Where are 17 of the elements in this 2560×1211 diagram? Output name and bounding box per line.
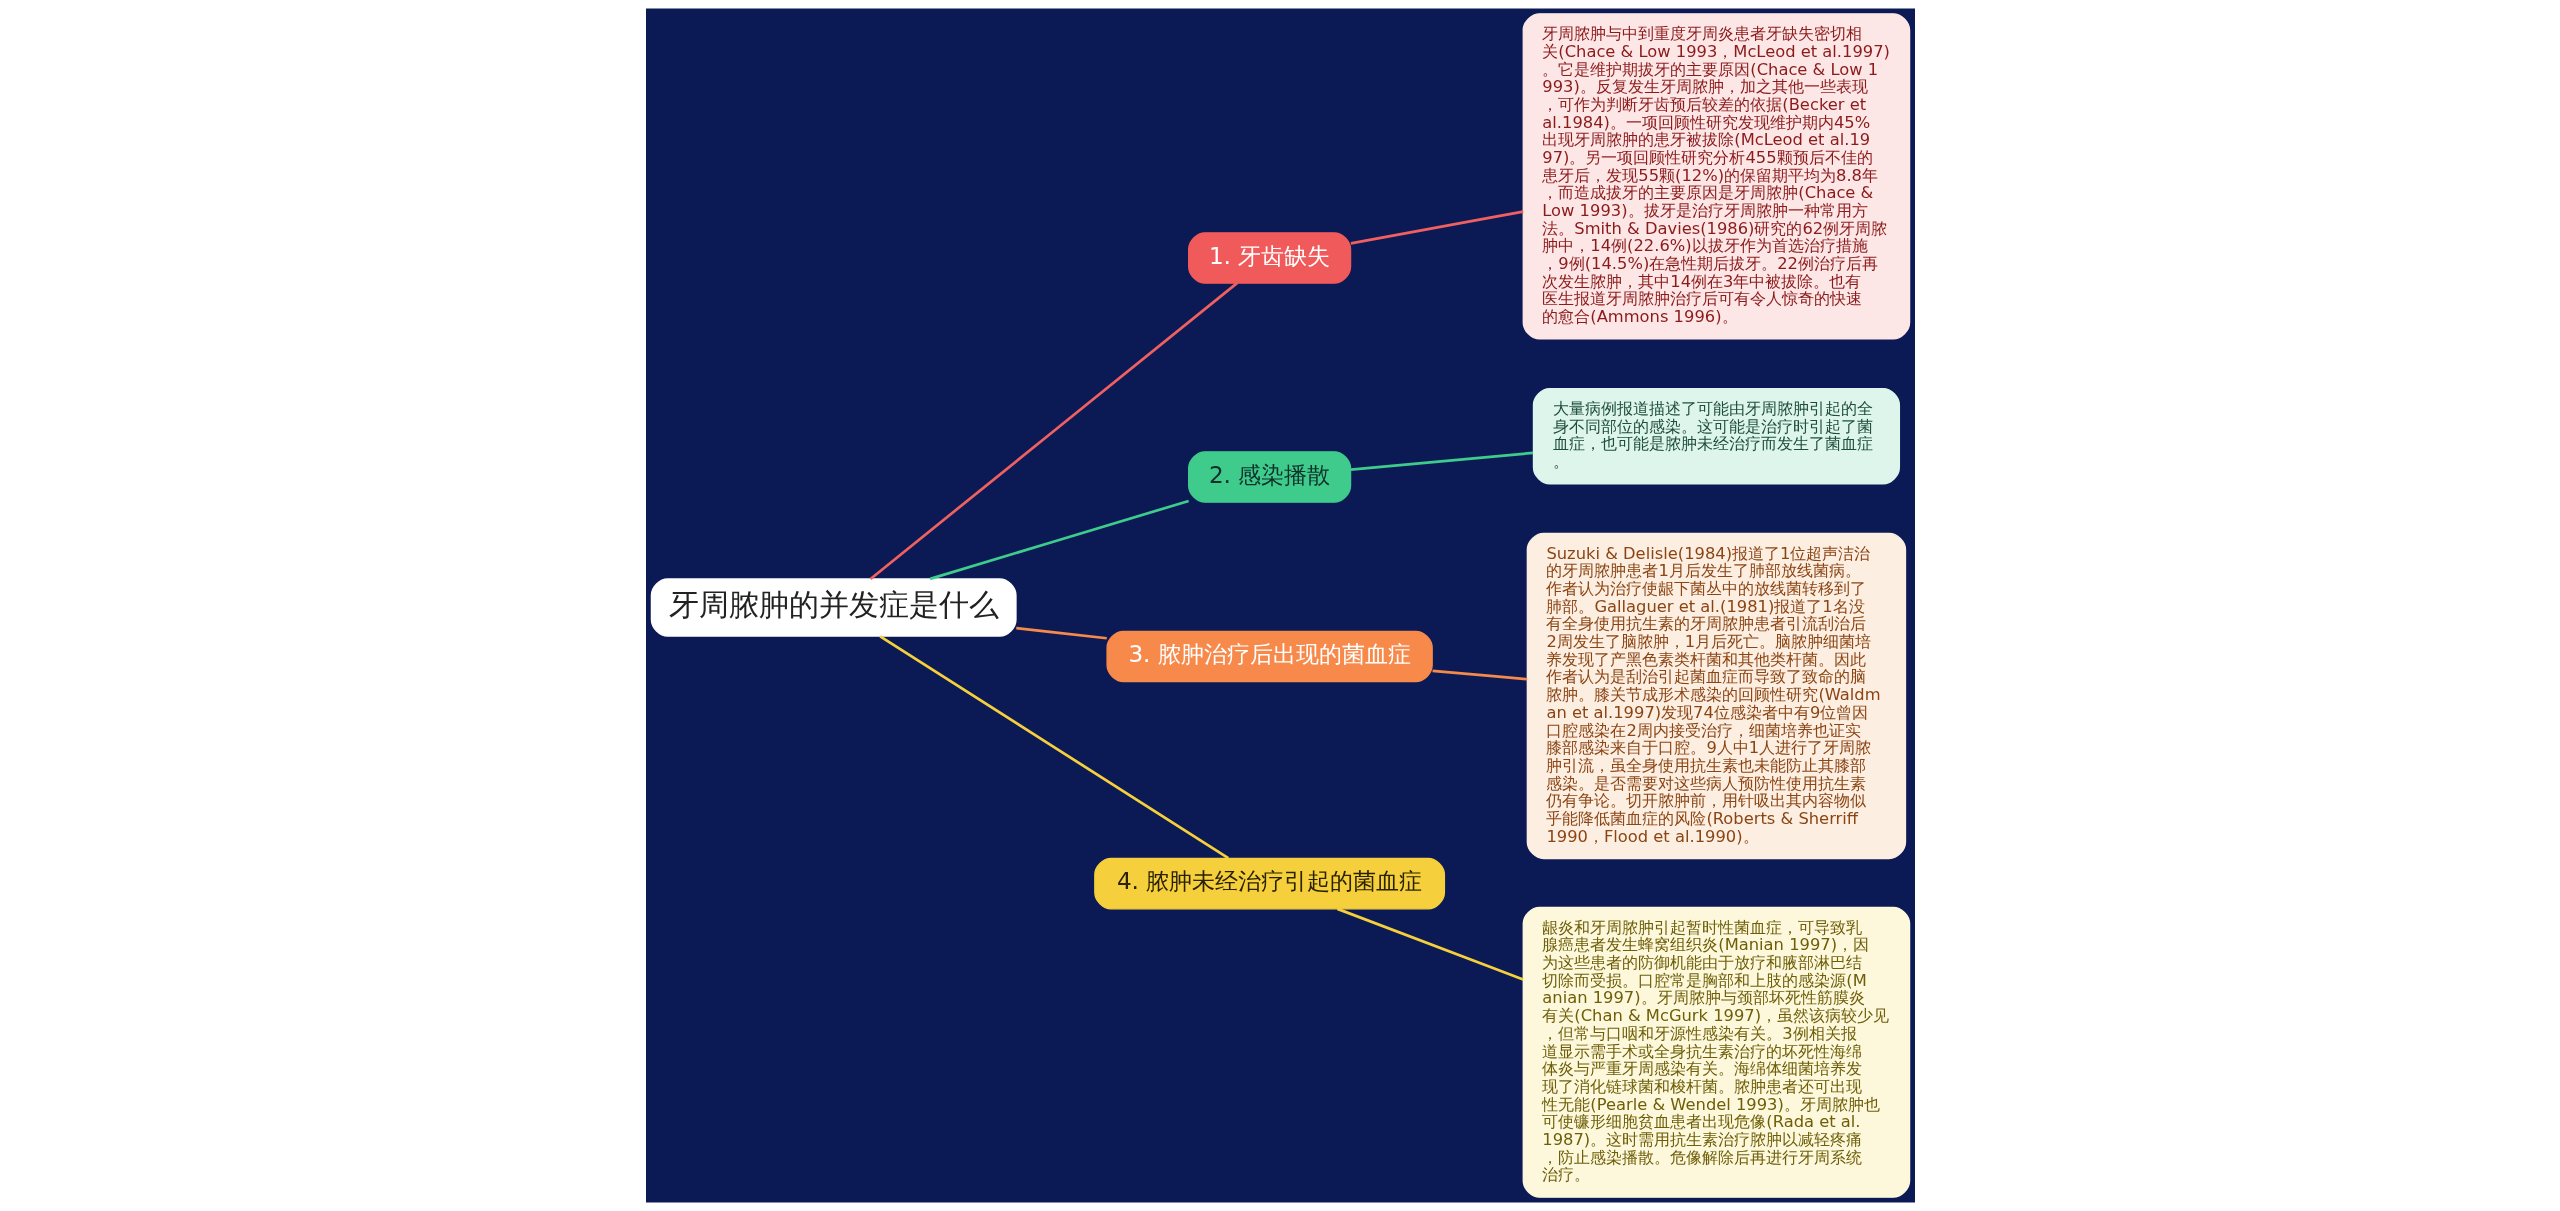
connector xyxy=(929,499,1189,581)
node-box: 大量病例报道描述了可能由牙周脓肿引起的全身不同部位的感染。这可能是治疗时引起了菌血症，也可能是脓肿未经治疗而发生了菌血症。 xyxy=(1532,387,1900,485)
node-box: 牙周脓肿的并发症是什么 xyxy=(650,578,1017,637)
node-box: Suzuki & Delisle(1984)报道了1位超声洁治的牙周脓肿患者1月后发生了肺部放线菌病。作者认为治疗使龈下菌丛中的放线菌转移到了肺部。Gallaguer et al.(1981)报道了1名没有全身使用抗生素的牙周脓肿患者引流刮治后2周发生了脑脓肿，1月后死亡。脑脓肿细菌培养发现了产黑色素类杆菌和其他类杆菌。因此作者认为是刮治引起菌血症而导致了致命的脑脓肿。膝关节成形术感染的回顾性研究(Waldman et al.1997)发现74位感染者中有9位曾因口腔感染在2周内接受治疗，细菌培养也证实膝部感染来自于口腔。9人中1人进行了牙周脓肿引流，虽全身使用抗生素也未能防止其膝部感染。是否需要对这些病人预防性使用抗生素仍有争论。切开脓肿前，用针吸出其内容物似乎能降低菌血症的风险(Roberts & Sherriff 1990，Flood et al.1990)。 xyxy=(1526,532,1906,860)
connector xyxy=(1431,669,1527,681)
connector xyxy=(1336,907,1524,981)
node-box: 牙周脓肿与中到重度牙周炎患者牙缺失密切相关(Chace & Low 1993，McLeod et al.1997)。它是维护期拔牙的主要原因(Chace & Low 1993)。反复发生牙周脓肿，加之其他一些表现，可作为判断牙齿预后较差的依据(Becker et al.1984)。一项回顾性研究发现维护期内45%出现牙周脓肿的患牙被拔除(McLeod et al.1997)。另一项回顾性研究分析455颗预后不佳的患牙后，发现55颗(12%)的保留期平均为8.8年，而造成拔牙的主要原因是牙周脓肿(Chace & Low 1993)。拔牙是治疗牙周脓肿一种常用方法。Smith & Davies(1986)研究的62例牙周脓肿中，14例(22.6%)以拔牙作为首选治疗措施，9例(14.5%)在急性期后拔牙。22例治疗后再次发生脓肿，其中14例在3年中被拔除。也有医生报道牙周脓肿治疗后可有令人惊奇的快速的愈合(Ammons 1996)。 xyxy=(1522,13,1910,340)
connector xyxy=(1350,210,1523,245)
node-box: 2. 感染播散 xyxy=(1187,451,1351,503)
node-box: 1. 牙齿缺失 xyxy=(1187,232,1351,284)
connector xyxy=(1350,451,1533,471)
connector xyxy=(869,282,1238,580)
node-box: 4. 脓肿未经治疗引起的菌血症 xyxy=(1093,857,1445,910)
node-box: 龈炎和牙周脓肿引起暂时性菌血症，可导致乳腺癌患者发生蜂窝组织炎(Manian 1997)，因为这些患者的防御机能由于放疗和腋部淋巴结切除而受损。口腔常是胸部和上肢的感染源(Manian 1997)。牙周脓肿与颈部坏死性筋膜炎有关(Chan & McGurk 1997)，虽然该病较少见，但常与口咽和牙源性感染有关。3例相关报道显示需手术或全身抗生素治疗的坏死性海绵体炎与严重牙周感染有关。海绵体细菌培养发现了消化链球菌和梭杆菌。脓肿患者还可出现性无能(Pearle & Wendel 1993)。牙周脓肿也可使镰形细胞贫血患者出现危像(Rada et al.1987)。这时需用抗生素治疗脓肿以减轻疼痛，防止感染播散。危像解除后再进行牙周系统治疗。 xyxy=(1522,906,1910,1198)
connector xyxy=(878,635,1229,860)
node-box: 3. 脓肿治疗后出现的菌血症 xyxy=(1105,630,1433,683)
connector xyxy=(1015,626,1107,640)
